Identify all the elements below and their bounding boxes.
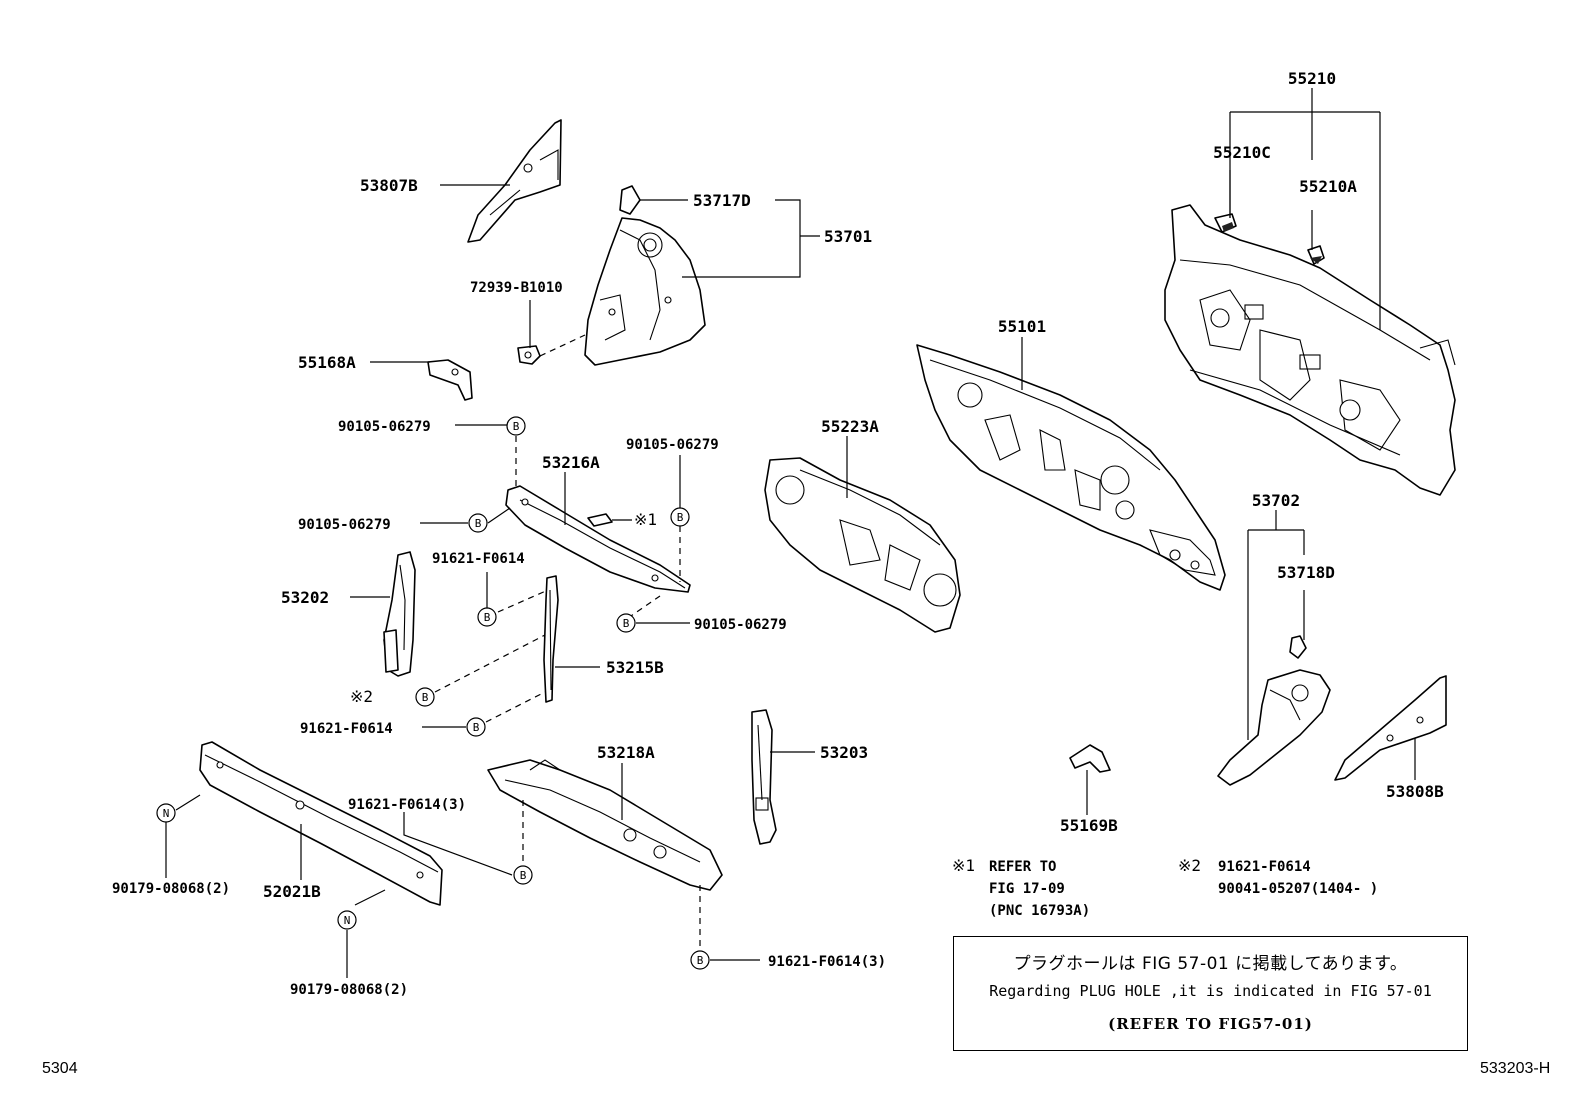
part-53807B-bracket — [467, 119, 562, 243]
label-55169B: 55169B — [1060, 816, 1118, 835]
label-90105-b: 90105-06279 — [298, 517, 391, 533]
label-72939: 72939-B1010 — [470, 280, 563, 296]
label-90179-b: 90179-08068(2) — [290, 982, 408, 998]
note2-line1: 91621-F0614 — [1218, 859, 1311, 875]
marker-b-90105-a: B — [506, 416, 526, 436]
part-53718D-bracket — [1289, 635, 1307, 659]
plug-hole-note-jp: プラグホールは FIG 57-01 に掲載してあります。 — [1013, 954, 1408, 974]
label-53808B: 53808B — [1386, 782, 1444, 801]
svg-text:N: N — [163, 807, 170, 820]
marker-b-90105-b: B — [468, 513, 488, 533]
label-53807B: 53807B — [360, 176, 418, 195]
svg-text:B: B — [697, 954, 704, 967]
label-53202: 53202 — [281, 588, 329, 607]
svg-text:N: N — [344, 914, 351, 927]
page-code: 5304 — [42, 1060, 78, 1077]
part-72939-clip — [517, 345, 541, 365]
svg-text:B: B — [473, 721, 480, 734]
marker-b-90105-c: B — [670, 507, 690, 527]
label-91621-d: 91621-F0614(3) — [768, 954, 886, 970]
part-labels: 55210 55210C 55210A 53807B 53717D 53701 … — [112, 69, 1444, 998]
marker-b-91621-d: B — [690, 950, 710, 970]
part-55210A-clip — [1307, 245, 1325, 265]
footnotes: ※1 REFER TO FIG 17-09 (PNC 16793A) ※2 91… — [952, 856, 1378, 919]
part-55223A-insulator — [764, 457, 961, 633]
svg-text:B: B — [520, 869, 527, 882]
label-53203: 53203 — [820, 743, 868, 762]
svg-text:B: B — [484, 611, 491, 624]
fastener-markers: B B B B B B B B B N N — [156, 416, 710, 970]
part-53216A-upper-support — [505, 485, 691, 593]
note1-line2: FIG 17-09 — [989, 881, 1065, 897]
label-91621-b: 91621-F0614 — [300, 721, 393, 737]
marker-b-91621-b: B — [466, 717, 486, 737]
marker-n-90179-a: N — [156, 803, 176, 823]
plug-hole-note-en: Regarding PLUG HOLE ,it is indicated in … — [989, 982, 1432, 1000]
plug-hole-note-box: プラグホールは FIG 57-01 に掲載してあります。 Regarding P… — [953, 936, 1468, 1051]
figure-code: 533203-H — [1480, 1060, 1551, 1077]
label-55210: 55210 — [1288, 69, 1336, 88]
note2-mark: ※2 — [1178, 856, 1201, 875]
marker-b-90105-d: B — [616, 613, 636, 633]
note2-line2: 90041-05207(1404- ) — [1218, 881, 1378, 897]
svg-text:B: B — [623, 617, 630, 630]
part-53702-apron — [1217, 669, 1331, 786]
label-55101: 55101 — [998, 317, 1046, 336]
label-55168A: 55168A — [298, 353, 356, 372]
label-53718D: 53718D — [1277, 563, 1335, 582]
leader-lines — [165, 88, 1416, 978]
part-52021B-reinforcement — [199, 741, 443, 906]
label-53215B: 53215B — [606, 658, 664, 677]
svg-text:B: B — [677, 511, 684, 524]
part-53701-apron — [584, 217, 706, 366]
label-90105-a: 90105-06279 — [338, 419, 431, 435]
note1-line3: (PNC 16793A) — [989, 903, 1090, 919]
marker-n-90179-b: N — [337, 910, 357, 930]
part-55101-dash-panel — [916, 344, 1226, 591]
part-53203-side-support — [751, 709, 777, 845]
label-ref2-mark: ※2 — [350, 687, 373, 706]
marker-b-ref2: B — [415, 687, 435, 707]
part-53808B-bracket — [1334, 675, 1447, 781]
label-90105-c: 90105-06279 — [626, 437, 719, 453]
part-53202-side-support — [383, 551, 416, 677]
label-53218A: 53218A — [597, 743, 655, 762]
label-90105-d: 90105-06279 — [694, 617, 787, 633]
svg-text:B: B — [422, 691, 429, 704]
part-55210C-clip — [1214, 213, 1237, 233]
part-55168A-bracket — [427, 359, 473, 401]
part-53218A-lower-support — [487, 759, 723, 891]
label-ref1-mark: ※1 — [634, 510, 657, 529]
label-90179-a: 90179-08068(2) — [112, 881, 230, 897]
label-91621-c: 91621-F0614(3) — [348, 797, 466, 813]
part-53717D-bracket — [619, 185, 641, 215]
label-91621-a: 91621-F0614 — [432, 551, 525, 567]
label-53216A: 53216A — [542, 453, 600, 472]
part-53215B-side-member — [543, 575, 559, 703]
part-55169B-bracket — [1069, 744, 1111, 773]
plug-hole-note-ref: (REFER TO FIG57-01) — [1108, 1015, 1313, 1033]
label-52021B: 52021B — [263, 882, 321, 901]
marker-b-91621-a: B — [477, 607, 497, 627]
svg-text:B: B — [475, 517, 482, 530]
label-55210A: 55210A — [1299, 177, 1357, 196]
label-55210C: 55210C — [1213, 143, 1271, 162]
part-ref1-label-tag — [587, 513, 613, 527]
marker-b-91621-c: B — [513, 865, 533, 885]
svg-text:B: B — [513, 420, 520, 433]
part-55210-dash-silencer — [1164, 204, 1456, 496]
note1-line1: REFER TO — [989, 859, 1056, 875]
label-53701: 53701 — [824, 227, 872, 246]
label-53717D: 53717D — [693, 191, 751, 210]
label-55223A: 55223A — [821, 417, 879, 436]
label-53702: 53702 — [1252, 491, 1300, 510]
note1-mark: ※1 — [952, 856, 975, 875]
